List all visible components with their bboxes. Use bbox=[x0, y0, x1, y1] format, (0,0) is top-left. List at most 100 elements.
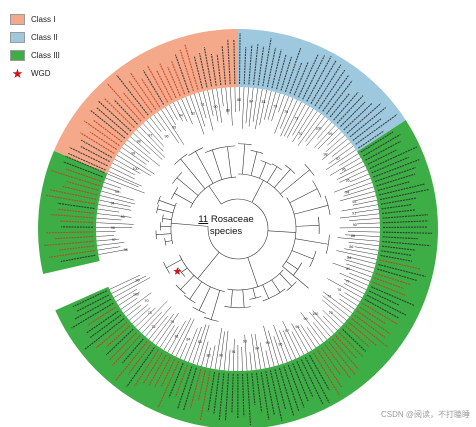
leaf-label-20 bbox=[146, 65, 169, 103]
support-value-9: 90 bbox=[214, 105, 218, 109]
tip-branch-0 bbox=[108, 171, 142, 187]
tip-branch-71 bbox=[339, 169, 368, 183]
leaf-label-19 bbox=[142, 70, 165, 105]
tip-branch-185 bbox=[103, 182, 122, 189]
leaf-label-110 bbox=[335, 335, 358, 359]
leaf-label-25 bbox=[174, 54, 190, 93]
leaf-label-160 bbox=[95, 321, 128, 349]
leaf-label-148 bbox=[154, 357, 171, 388]
leaf-label-65 bbox=[355, 114, 398, 145]
support-value-33: 76 bbox=[337, 288, 341, 292]
tip-branch-61 bbox=[327, 131, 342, 146]
clade-stem-3 bbox=[247, 257, 259, 287]
leaf-label-34 bbox=[227, 39, 231, 85]
leaf-label-143 bbox=[177, 366, 193, 410]
tip-branch-120 bbox=[282, 330, 296, 359]
sub-arc-0-3 bbox=[188, 147, 204, 156]
leaf-label-60 bbox=[340, 101, 366, 127]
support-value-59: 95 bbox=[121, 215, 125, 219]
sub-arc-2-1 bbox=[324, 195, 331, 216]
tip-branch-143 bbox=[192, 324, 207, 364]
tip-branch-25 bbox=[189, 95, 205, 135]
clade-stem-4 bbox=[197, 252, 220, 279]
leaf-label-5 bbox=[89, 131, 118, 150]
legend-item-wgd: ★ WGD bbox=[10, 66, 60, 80]
tip-branch-138 bbox=[214, 327, 223, 370]
sub-stem-3-1 bbox=[271, 279, 281, 293]
tip-branch-33 bbox=[225, 87, 229, 115]
leaf-label-179 bbox=[57, 202, 95, 210]
tip-branch-112 bbox=[312, 322, 328, 340]
sub-arc-1-1 bbox=[250, 150, 264, 154]
sub-stem-4-0 bbox=[210, 290, 221, 320]
tip-branch-158 bbox=[135, 307, 156, 328]
tip-branch-63 bbox=[321, 138, 348, 160]
leaf-label-130 bbox=[251, 373, 256, 405]
tip-branch-14 bbox=[146, 120, 163, 140]
tip-branch-119 bbox=[282, 320, 301, 357]
leaf-label-44 bbox=[275, 54, 287, 90]
leaf-label-186 bbox=[63, 161, 103, 178]
tip-branch-11 bbox=[136, 129, 166, 158]
tip-branch-181 bbox=[98, 199, 131, 207]
support-value-24: 94 bbox=[345, 190, 349, 194]
center-line1: Rosaceae bbox=[210, 214, 254, 225]
leaf-label-63 bbox=[349, 107, 387, 138]
tip-branch-111 bbox=[309, 311, 331, 337]
tip-branch-8 bbox=[127, 139, 161, 167]
leaf-label-2 bbox=[80, 145, 110, 163]
tip-branch-163 bbox=[120, 297, 138, 310]
tip-branch-182 bbox=[99, 195, 135, 205]
tip-branch-152 bbox=[155, 313, 179, 346]
leaf-label-29 bbox=[198, 53, 208, 88]
leaf-label-156 bbox=[111, 335, 141, 367]
tip-branch-177 bbox=[96, 217, 122, 221]
tip-branch-130 bbox=[249, 352, 252, 371]
tip-branch-16 bbox=[153, 114, 166, 132]
tip-branch-154 bbox=[148, 315, 168, 340]
tip-branch-131 bbox=[244, 334, 248, 371]
leaf-label-56 bbox=[326, 80, 353, 115]
tip-branch-52 bbox=[292, 106, 310, 136]
tip-branch-44 bbox=[267, 92, 276, 120]
tip-branch-123 bbox=[273, 336, 284, 364]
class-i-swatch bbox=[10, 13, 25, 25]
support-value-12: 84 bbox=[249, 100, 253, 104]
leaf-label-4 bbox=[80, 132, 115, 154]
leaf-label-158 bbox=[105, 328, 134, 356]
leaf-label-49 bbox=[297, 54, 319, 98]
tip-branch-114 bbox=[306, 326, 320, 346]
support-value-11: 86 bbox=[237, 98, 241, 102]
leaf-label-35 bbox=[233, 39, 236, 85]
tip-branch-169 bbox=[98, 249, 128, 255]
tip-branch-65 bbox=[328, 145, 354, 164]
leaf-label-88 bbox=[381, 245, 416, 251]
leaf-label-8 bbox=[89, 109, 126, 139]
leaf-label-165 bbox=[71, 302, 114, 329]
support-value-14: 79 bbox=[273, 105, 277, 109]
sub-stem-5-5 bbox=[158, 199, 176, 207]
tip-branch-164 bbox=[118, 291, 140, 306]
leaf-label-82 bbox=[382, 214, 429, 219]
leaf-label-185 bbox=[65, 168, 102, 182]
tip-branch-68 bbox=[329, 157, 361, 176]
tip-branch-29 bbox=[207, 90, 214, 116]
leaf-label-117 bbox=[309, 354, 330, 391]
leaf-label-108 bbox=[342, 328, 367, 352]
leaf-label-95 bbox=[374, 277, 405, 290]
tip-branch-35 bbox=[234, 87, 236, 112]
tip-branch-54 bbox=[298, 110, 318, 140]
sub-stem-0-0 bbox=[174, 192, 193, 204]
support-value-34: 73 bbox=[327, 295, 331, 299]
leaf-label-153 bbox=[127, 344, 152, 376]
tip-branch-113 bbox=[300, 312, 324, 343]
leaf-label-69 bbox=[365, 140, 401, 161]
tip-branch-165 bbox=[115, 288, 138, 302]
leaf-label-150 bbox=[142, 352, 163, 385]
tip-branch-117 bbox=[291, 323, 309, 353]
tip-branch-136 bbox=[223, 330, 229, 371]
leaf-label-86 bbox=[382, 236, 418, 240]
leaf-label-187 bbox=[65, 155, 105, 174]
support-value-42: 94 bbox=[255, 347, 259, 351]
sub-arc-4-5 bbox=[163, 262, 170, 274]
